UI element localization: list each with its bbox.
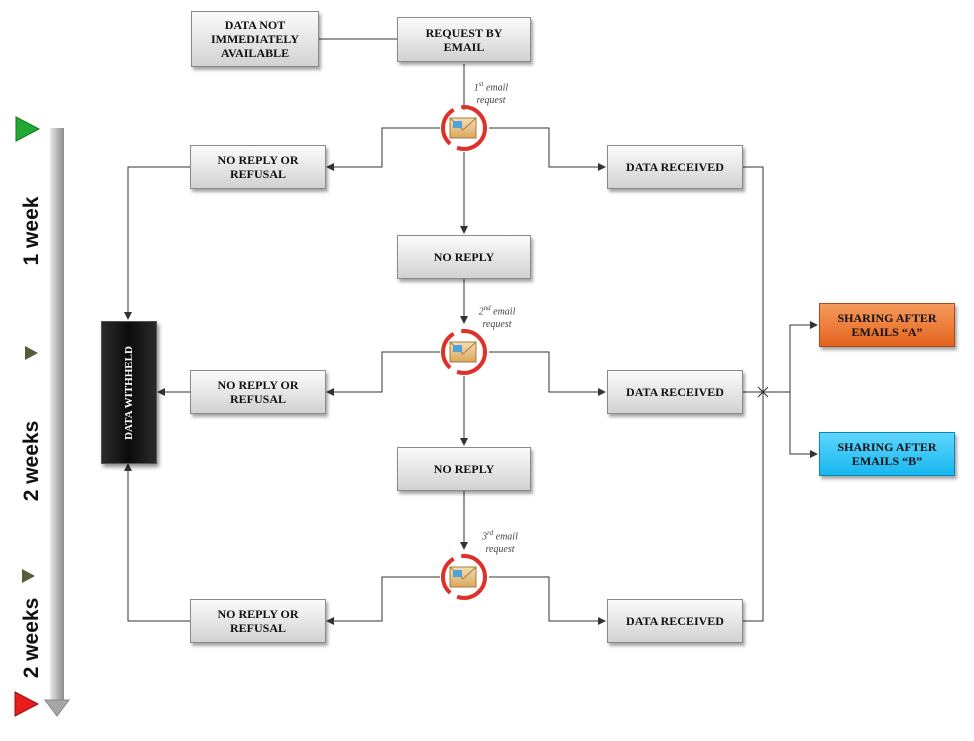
start-marker-icon: [15, 116, 41, 142]
no-reply-refusal-box-2: NO REPLY OR REFUSAL: [190, 370, 326, 414]
data-withheld-label: DATA WITHHELD: [123, 345, 136, 440]
no-reply-refusal-box-1: NO REPLY OR REFUSAL: [190, 145, 326, 189]
timeline-label-2-weeks-a: 2 weeks: [20, 420, 43, 502]
no-reply-box-2: NO REPLY: [397, 447, 531, 491]
sharing-a-box: SHARING AFTER EMAILS “A”: [819, 303, 955, 347]
timeline-label-2-weeks-b: 2 weeks: [20, 597, 43, 679]
email-cycle-icon: [441, 105, 487, 151]
data-received-box-1: DATA RECEIVED: [607, 145, 743, 189]
no-reply-refusal-box-3: NO REPLY OR REFUSAL: [190, 599, 326, 643]
email-cycle-icon: [441, 329, 487, 375]
email-request-note-2: 2nd email request: [478, 304, 516, 331]
email-request-note-3: 3rd email request: [482, 529, 518, 556]
request-by-email-box: REQUEST BY EMAIL: [397, 17, 531, 62]
data-not-available-box: DATA NOT IMMEDIATELY AVAILABLE: [191, 11, 319, 67]
data-withheld-box: DATA WITHHELD: [101, 321, 157, 464]
no-reply-box-1: NO REPLY: [397, 235, 531, 279]
mid-marker-icon: [22, 569, 35, 583]
sharing-b-box: SHARING AFTER EMAILS “B”: [819, 432, 955, 476]
email-cycle-icon: [441, 554, 487, 600]
data-received-box-2: DATA RECEIVED: [607, 370, 743, 414]
data-received-box-3: DATA RECEIVED: [607, 599, 743, 643]
end-marker-icon: [14, 691, 40, 717]
mid-marker-icon: [25, 346, 38, 360]
timeline-bar: [44, 128, 70, 717]
email-request-note-1: 1st email request: [473, 80, 509, 107]
timeline-label-1-week: 1 week: [20, 196, 43, 266]
